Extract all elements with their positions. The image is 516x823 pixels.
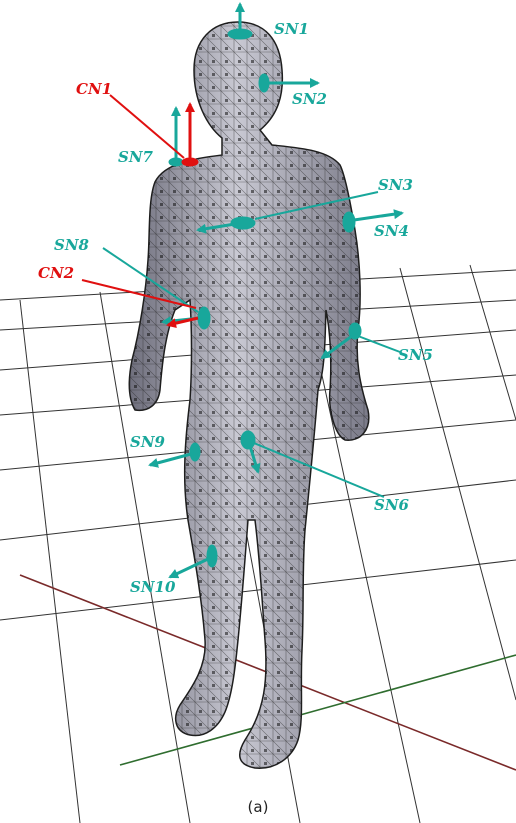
sn10-marker	[207, 545, 217, 567]
sn6-marker	[241, 431, 255, 449]
figure-caption: (a)	[248, 798, 269, 816]
sn9-marker	[190, 443, 200, 461]
sn4-arrow	[354, 213, 402, 220]
sn8-label: SN8	[54, 236, 90, 254]
human-mesh	[129, 22, 368, 768]
sn7-label: SN7	[118, 148, 154, 166]
sn4-label: SN4	[374, 222, 409, 240]
cn1-label: CN1	[76, 80, 112, 98]
cn2-label: CN2	[38, 264, 74, 282]
sn1-label: SN1	[274, 20, 309, 38]
sn9-label: SN9	[130, 433, 166, 451]
sn5-label: SN5	[398, 346, 433, 364]
sn6-label: SN6	[374, 496, 410, 514]
sn4-marker	[343, 212, 355, 232]
sn2-marker	[259, 74, 269, 92]
sn2-label: SN2	[292, 90, 327, 108]
sn1-marker	[228, 29, 252, 39]
sn10-label: SN10	[130, 578, 176, 596]
sn3-label: SN3	[378, 176, 413, 194]
